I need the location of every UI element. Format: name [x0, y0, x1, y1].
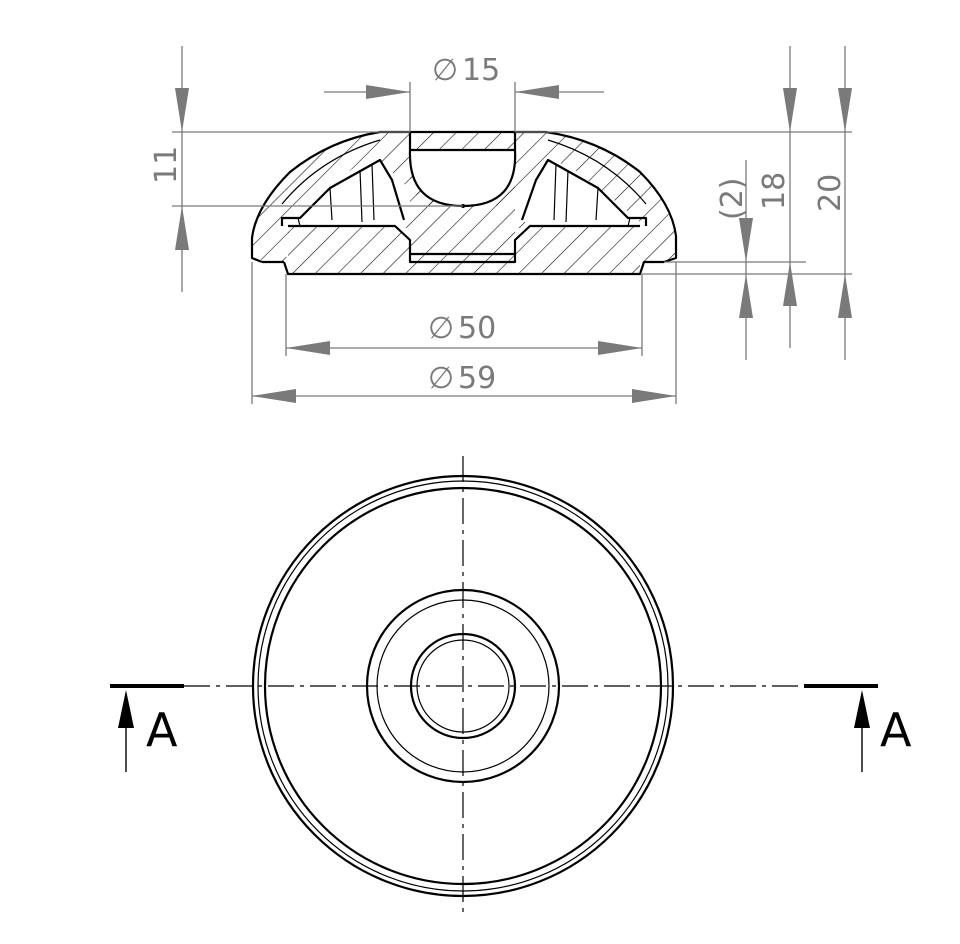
section-view: ∅ 15 11 ∅ 50 ∅	[149, 46, 852, 404]
section-cut-left: A	[110, 684, 184, 772]
arrow-head	[598, 341, 642, 355]
dim-value-chamfer: (2)	[715, 178, 750, 221]
arrow-head	[838, 274, 852, 318]
arrow-head	[739, 218, 753, 262]
diameter-symbol: ∅	[428, 361, 454, 396]
dim-value-step-height: 18	[757, 172, 792, 210]
base-profile	[262, 260, 664, 276]
arrow-head	[515, 85, 559, 99]
view-arrow-head	[854, 690, 870, 728]
arrow-head	[838, 88, 852, 132]
outer-bevel	[281, 139, 647, 205]
arrow-head	[252, 389, 296, 403]
section-label-left: A	[146, 703, 178, 757]
dim-value-inner-diameter: 50	[458, 311, 496, 346]
arrow-head	[783, 88, 797, 132]
arrow-head	[175, 88, 189, 132]
view-arrow-head	[118, 690, 134, 728]
arrow-head	[175, 206, 189, 250]
section-outlines	[250, 130, 678, 276]
right-cavity-edges	[553, 163, 631, 227]
arrow-head	[286, 341, 330, 355]
section-cut-right: A	[804, 684, 912, 772]
plan-view: A A	[110, 456, 912, 916]
arrow-head	[739, 274, 753, 318]
dim-value-cap-height: 11	[149, 146, 184, 184]
ball-pocket	[409, 150, 516, 206]
base-plate-hatch	[288, 226, 640, 274]
section-label-right: A	[880, 703, 912, 757]
dim-outer-diameter: ∅ 59	[251, 262, 677, 404]
dim-right-stack: (2) 18 20	[515, 46, 852, 360]
dim-value-total-height: 20	[813, 174, 848, 212]
dim-inner-diameter: ∅ 50	[285, 274, 643, 356]
left-cavity-edges	[297, 163, 375, 227]
outer-profile	[250, 130, 678, 264]
arrow-head	[783, 262, 797, 306]
arrow-head	[632, 389, 676, 403]
dim-value-outer-diameter: 59	[458, 361, 496, 396]
hub-groove	[288, 224, 640, 264]
diameter-symbol: ∅	[432, 53, 458, 88]
right-cavity	[522, 160, 628, 222]
dim-value-bore: 15	[462, 53, 500, 88]
arrow-head	[366, 85, 410, 99]
diameter-symbol: ∅	[428, 311, 454, 346]
dim-cap-height: 11	[149, 46, 463, 292]
dim-bore-diameter: ∅ 15	[324, 53, 604, 132]
